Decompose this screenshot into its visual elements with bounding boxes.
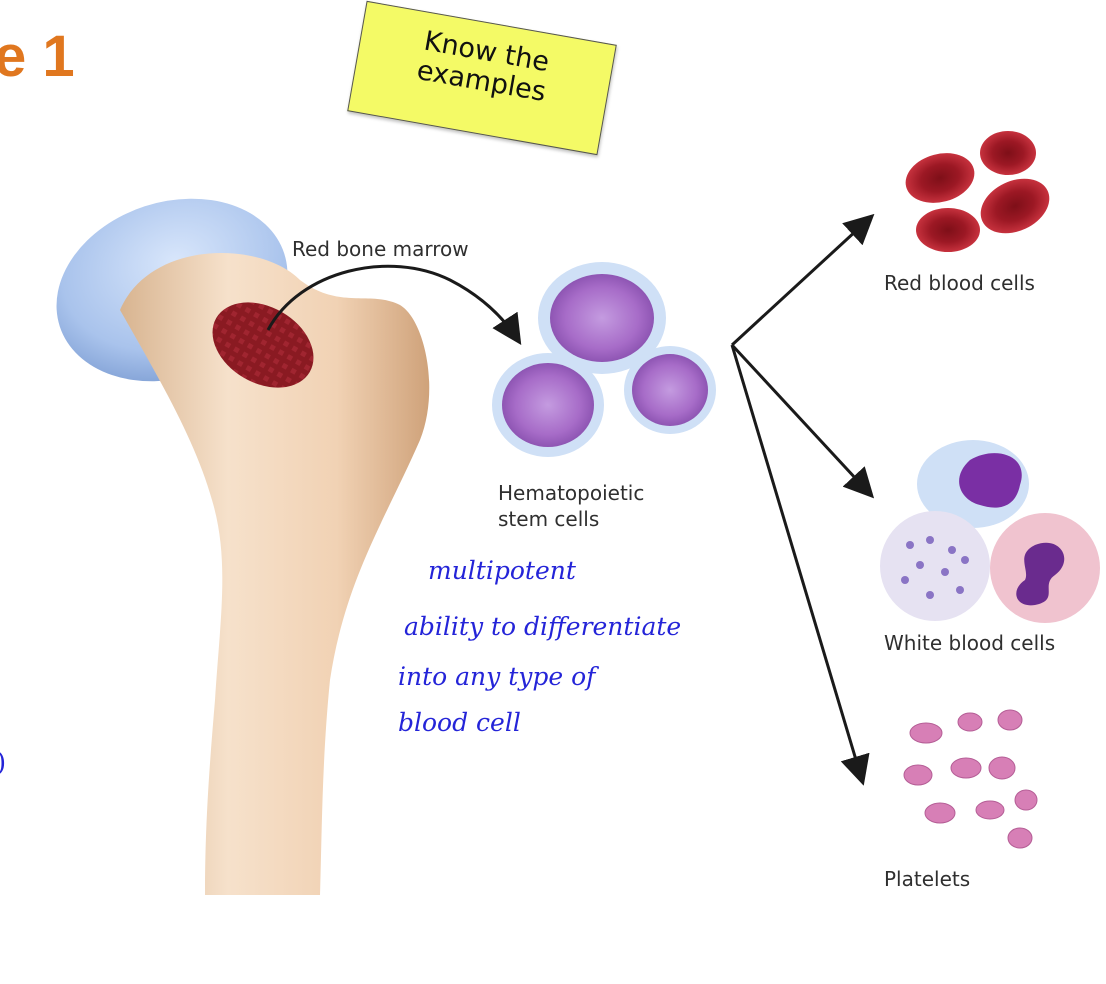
white-blood-cells	[880, 440, 1100, 623]
label-stem-cells-line2: stem cells	[498, 507, 600, 531]
marrow-to-stem-arrow	[266, 264, 522, 346]
stem-cell	[624, 346, 716, 434]
handwritten-note-line: into any type of	[398, 662, 596, 691]
label-platelets: Platelets	[884, 867, 971, 891]
handwritten-note-line: ability to differentiate	[404, 612, 682, 641]
platelets	[903, 709, 1038, 849]
bone-marrow-spot	[212, 302, 314, 388]
differentiation-arrows	[730, 213, 875, 786]
label-white-blood-cells: White blood cells	[884, 631, 1056, 655]
stray-ink-mark: )	[0, 748, 6, 778]
femur-bone	[120, 252, 430, 896]
label-stem-cells-line1: Hematopoietic	[498, 481, 645, 505]
stem-cell	[538, 262, 666, 374]
stem-cell	[492, 353, 604, 457]
handwritten-note-line: blood cell	[398, 708, 521, 737]
label-red-blood-cells: Red blood cells	[884, 271, 1035, 295]
label-red-bone-marrow: Red bone marrow	[292, 237, 469, 261]
section-title-fragment: e 1	[0, 24, 75, 89]
handwritten-note-line: multipotent	[428, 556, 576, 585]
red-blood-cells	[905, 131, 1050, 252]
